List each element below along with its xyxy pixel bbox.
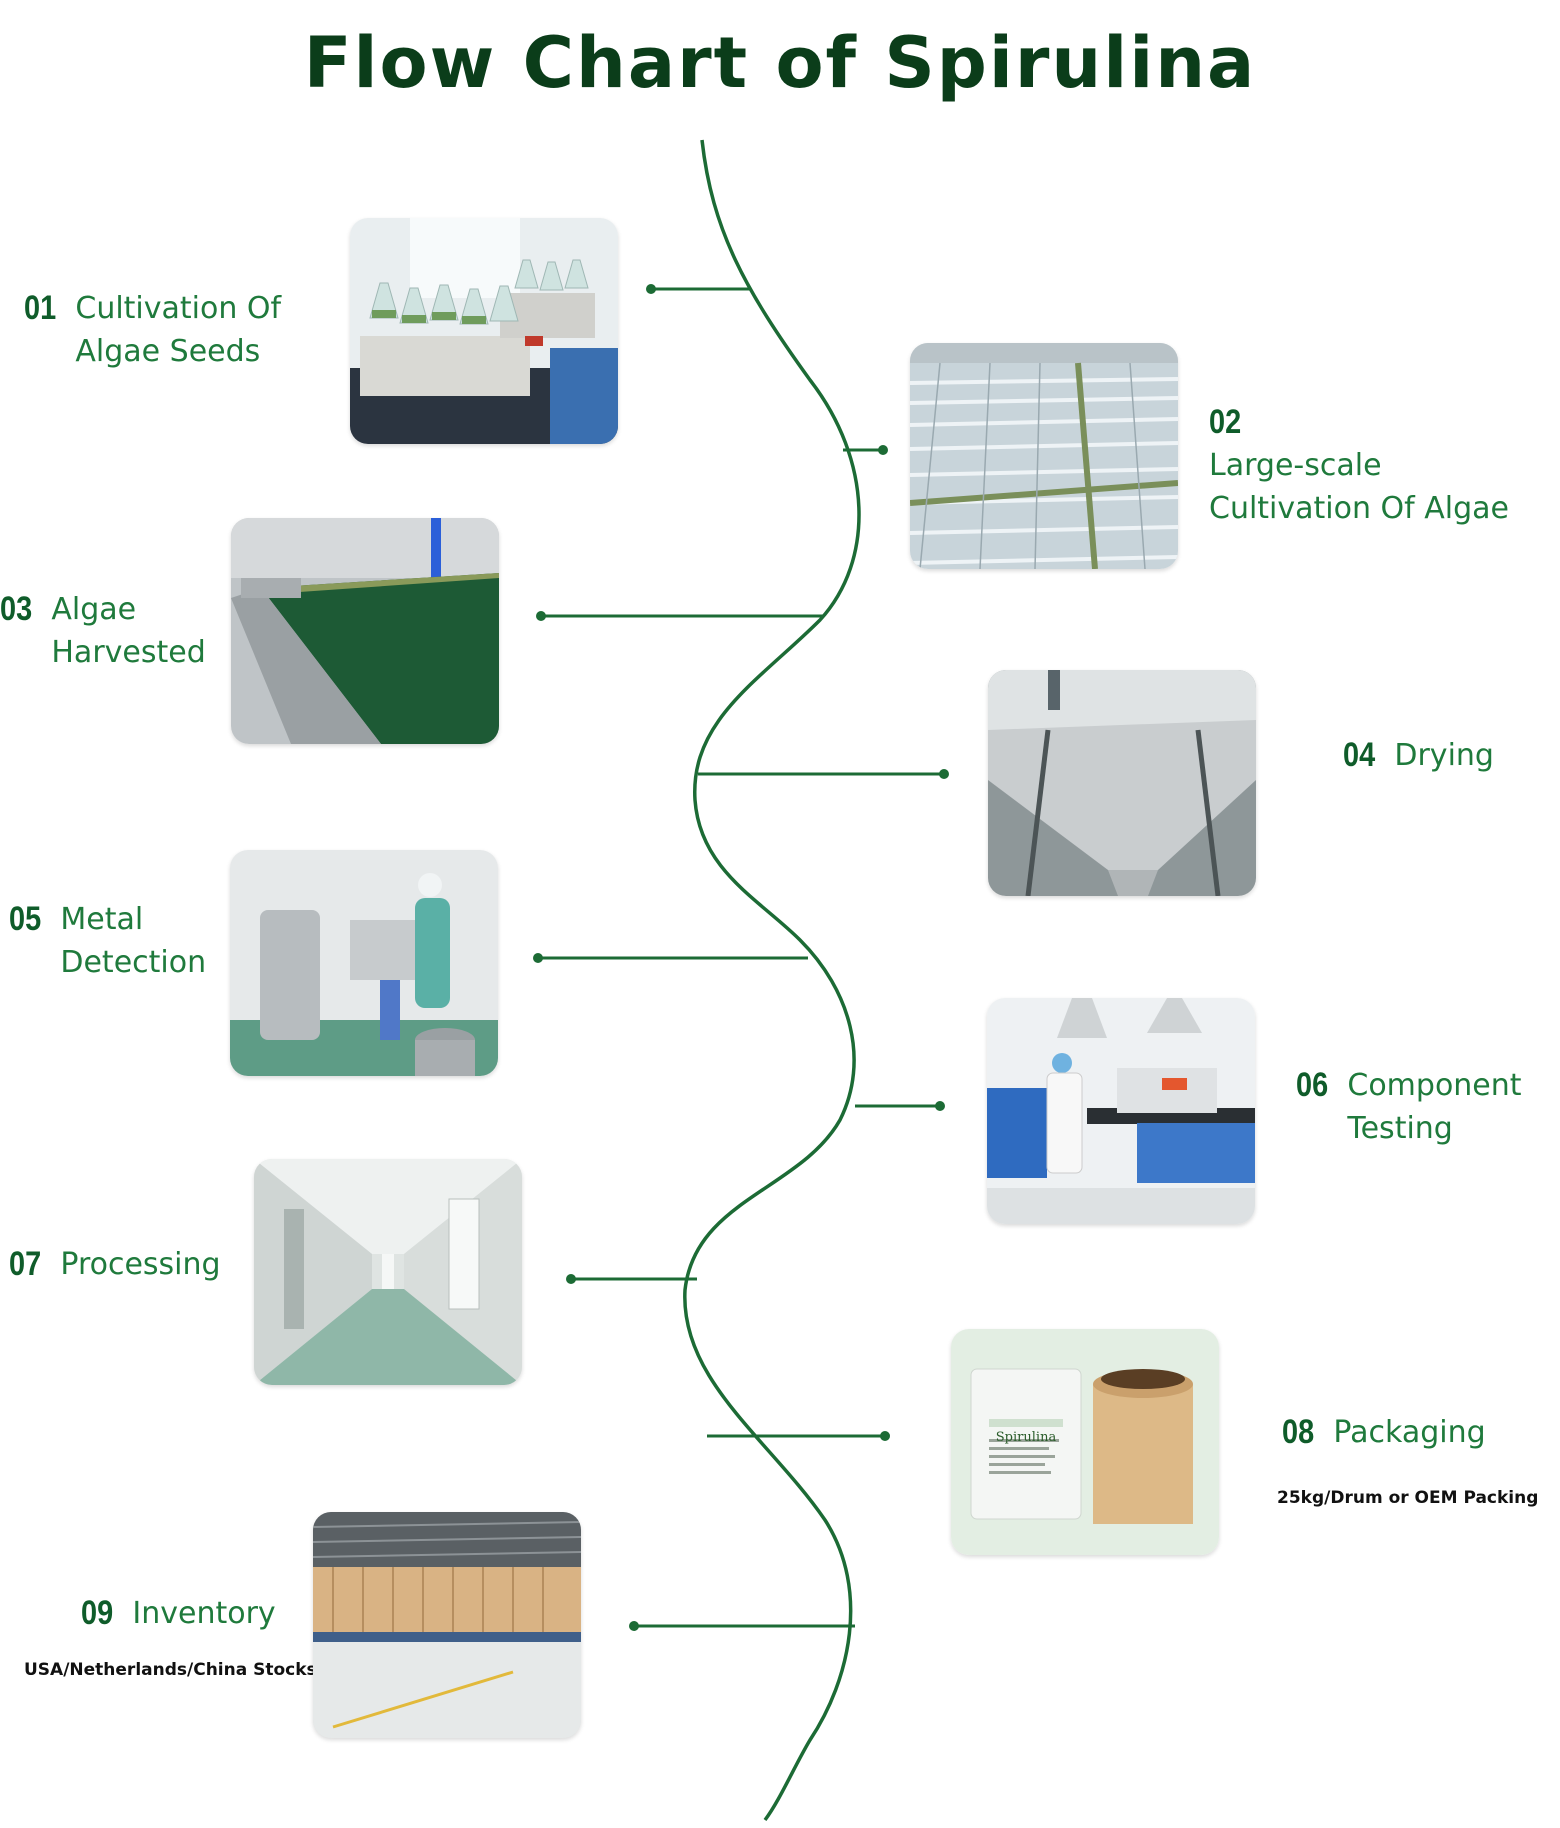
timeline-path [683,139,861,1822]
spray-dryer-photo [988,670,1256,896]
connector-dot-03 [536,611,546,621]
step-text: Drying [1394,738,1494,773]
step-number: 05 [9,900,42,938]
testing-lab-photo [987,998,1255,1224]
step-number: 09 [81,1594,114,1632]
packaging-note: 25kg/Drum or OEM Packing [1277,1488,1539,1508]
step-08-label: 08 Packaging [1282,1411,1486,1454]
lab-flasks-photo [350,218,618,444]
step-02-label: 02 Large-scale Cultivation Of Algae [1209,401,1560,530]
package-label: Spirulina [996,1430,1057,1445]
step-09-label: 09 Inventory [81,1592,276,1635]
step-03-label: 03 Algae Harvested [0,588,206,674]
connector-dot-04 [939,769,949,779]
inventory-note: USA/Netherlands/China Stocks [24,1660,317,1680]
connector-dot-06 [935,1101,945,1111]
step-number: 03 [0,590,33,628]
step-number: 04 [1343,736,1376,774]
step-05-label: 05 Metal Detection [9,898,206,984]
step-text: Packaging [1333,1415,1486,1450]
harvest-conveyor-photo [231,518,499,744]
connector-dot-05 [533,953,543,963]
step-number: 02 [1209,403,1242,441]
step-number: 07 [9,1245,42,1283]
clean-corridor-photo [254,1159,522,1385]
connector-dot-08 [880,1431,890,1441]
step-text: Large-scale Cultivation Of Algae [1209,448,1509,526]
step-number: 06 [1296,1066,1329,1104]
step-text: Cultivation Of Algae Seeds [75,291,282,369]
step-07-label: 07 Processing [9,1243,221,1286]
connector-dot-09 [629,1621,639,1631]
metal-detector-photo [230,850,498,1076]
step-04-label: 04 Drying [1343,734,1494,777]
page-title: Flow Chart of Spirulina [303,22,1257,104]
connector-dot-02 [878,445,888,455]
step-text: Metal Detection [60,902,207,980]
warehouse-photo [313,1512,581,1738]
step-number: 08 [1282,1413,1315,1451]
step-number: 01 [24,289,57,327]
step-text: Processing [60,1247,221,1282]
connector-dot-07 [566,1274,576,1284]
spirulina-package-photo: Spirulina [951,1329,1219,1555]
connector-dot-01 [646,284,656,294]
step-text: Algae Harvested [51,592,206,670]
step-text: Component Testing [1347,1068,1522,1146]
greenhouse-field-photo [910,343,1178,569]
step-text: Inventory [132,1596,276,1631]
step-01-label: 01 Cultivation Of Algae Seeds [24,287,281,373]
step-06-label: 06 Component Testing [1296,1064,1522,1150]
